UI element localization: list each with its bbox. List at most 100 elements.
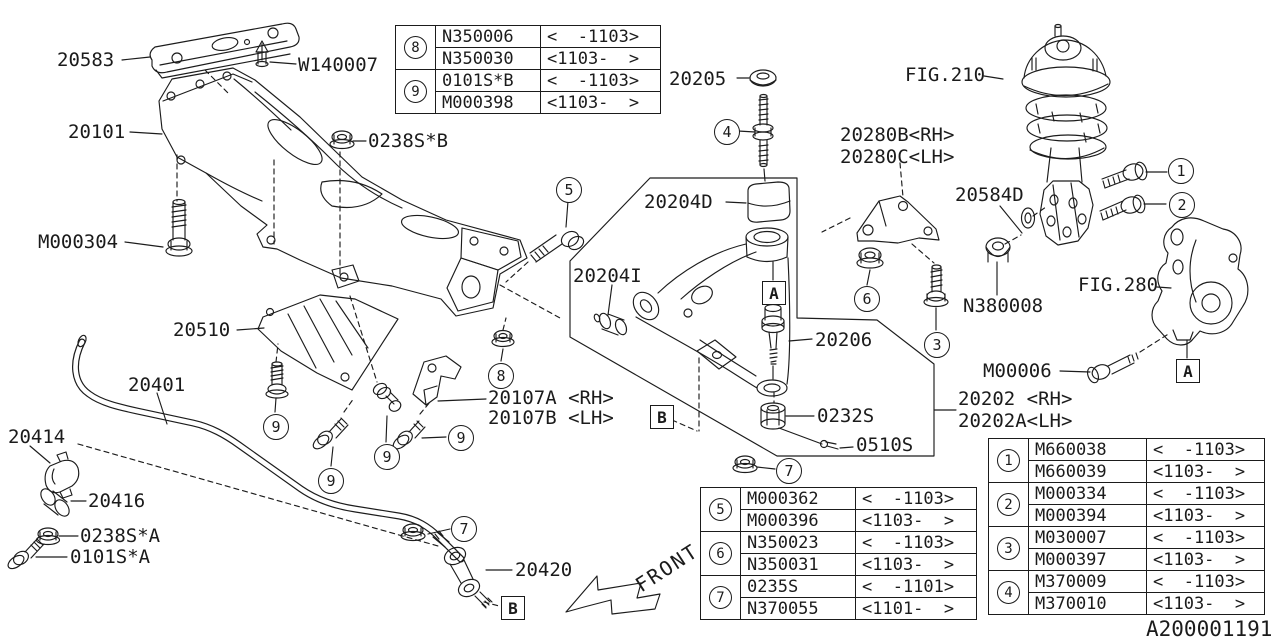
badge-cell: 5	[700, 487, 741, 532]
part-label-20414: 20414	[8, 426, 66, 448]
part-cell: M000334	[1028, 482, 1147, 505]
clamp-20414-drawing	[44, 451, 80, 499]
part-label-20280b: 20280B<RH>	[840, 124, 955, 146]
bracket-20280-drawing	[856, 195, 940, 244]
part-label-20280c: 20280C<LH>	[840, 146, 955, 168]
table-row: 5 M000362 < -1103>	[700, 487, 977, 532]
drawing-number: A200001191	[1146, 617, 1273, 640]
table-row: 3 M030007 < -1103>	[988, 526, 1265, 571]
parts-table-bottom-center: 5 M000362 < -1103> M000396 <1103- > 6 N3…	[700, 487, 977, 620]
callout-4: 4	[714, 119, 740, 145]
transverse-link-20202-drawing	[632, 227, 791, 397]
figure-ref-fig280: FIG.280	[1078, 274, 1159, 296]
part-cell: M000398	[435, 91, 541, 114]
part-cell: M000394	[1028, 504, 1147, 527]
nut-callout8-drawing	[491, 329, 515, 348]
range-cell: <1103- >	[540, 47, 661, 70]
part-label-20204i: 20204I	[573, 265, 642, 287]
callout-5: 5	[556, 177, 582, 203]
bushing-20416-drawing	[40, 488, 70, 517]
badge-cell: 7	[700, 575, 741, 620]
hidden-lines	[77, 69, 1171, 607]
range-cell: < -1103>	[540, 69, 661, 92]
link-20420-drawing	[432, 530, 493, 609]
table-row: N350031 <1103- >	[701, 553, 977, 576]
cotter-pin-0510s-drawing	[819, 439, 839, 450]
part-cell: 0235S	[740, 575, 856, 598]
knuckle-fig280-drawing	[1151, 217, 1249, 346]
parts-table-top: 8 N350006 < -1103> N350030 <1103- > 9 01…	[395, 25, 661, 114]
bolt-m000304-drawing	[165, 198, 193, 257]
badge-cell: 9	[395, 69, 436, 114]
callout-1: 1	[1168, 158, 1194, 184]
nut-callout7-a-drawing	[732, 455, 758, 474]
badge-cell: 3	[988, 526, 1029, 571]
callout-2: 2	[1169, 192, 1195, 218]
bolt-callout9-a-drawing	[265, 361, 289, 399]
part-label-n380008: N380008	[963, 295, 1044, 317]
part-label-20202lh: 20202A<LH>	[958, 410, 1073, 432]
balljoint-20206-drawing	[761, 303, 785, 365]
nut-0232s-drawing	[760, 402, 786, 430]
callout-9-c: 9	[374, 444, 400, 470]
washer-20584d-drawing	[1020, 207, 1036, 229]
bolt-callout2-drawing	[1099, 194, 1146, 221]
range-cell: <1103- >	[855, 509, 977, 532]
screw-callout9-c-drawing	[372, 382, 402, 412]
cover-20510-drawing	[257, 294, 399, 391]
bracket-20107-drawing	[412, 355, 462, 406]
range-cell: < -1101>	[855, 575, 977, 598]
range-cell: < -1103>	[1146, 438, 1265, 461]
leader-lines	[29, 56, 1188, 571]
part-label-20583: 20583	[57, 49, 115, 71]
badge-cell: 6	[700, 531, 741, 576]
bolt-callout5-drawing	[529, 230, 585, 263]
table-row: 8 N350006 < -1103>	[395, 25, 661, 70]
part-label-m000304: M000304	[38, 231, 119, 253]
part-label-20205: 20205	[669, 68, 727, 90]
callout-9-d: 9	[448, 425, 474, 451]
range-cell: <1103- >	[1146, 592, 1265, 615]
range-cell: < -1103>	[540, 25, 661, 48]
bolt-callout3-drawing	[923, 264, 949, 308]
view-box-a-2: A	[1176, 359, 1200, 383]
table-row: 7 0235S < -1101>	[700, 575, 977, 620]
range-cell: < -1103>	[855, 531, 977, 554]
callout-3: 3	[924, 332, 950, 358]
part-label-20107a: 20107A <RH>	[488, 387, 614, 409]
badge-cell: 1	[988, 438, 1029, 483]
range-cell: <1103- >	[855, 553, 977, 576]
strut-fig210-drawing	[1021, 23, 1111, 246]
callout-6: 6	[854, 286, 880, 312]
range-cell: <1103- >	[540, 91, 661, 114]
table-row: 2 M000334 < -1103>	[988, 482, 1265, 527]
table-row: N350030 <1103- >	[396, 47, 661, 70]
range-cell: < -1103>	[1146, 526, 1265, 549]
nut-callout6-drawing	[856, 247, 884, 269]
stabilizer-20401-drawing	[72, 334, 465, 563]
part-label-20202rh: 20202 <RH>	[958, 388, 1073, 410]
range-cell: <1101- >	[855, 597, 977, 620]
part-cell: N350006	[435, 25, 541, 48]
view-box-b-2: B	[501, 596, 525, 620]
part-label-20107b: 20107B <LH>	[488, 407, 614, 429]
range-cell: <1103- >	[1146, 504, 1265, 527]
part-cell: M000397	[1028, 548, 1147, 571]
link-assembly-boundary	[569, 177, 935, 457]
part-label-20401: 20401	[128, 374, 186, 396]
table-row: 4 M370009 < -1103>	[988, 570, 1265, 615]
part-label-m00006: M00006	[983, 360, 1052, 382]
table-row: 6 N350023 < -1103>	[700, 531, 977, 576]
part-cell: M030007	[1028, 526, 1147, 549]
crossmember-20101-drawing	[158, 67, 528, 317]
bolt-callout9-b-drawing	[312, 417, 349, 450]
part-label-0238s-a: 0238S*A	[80, 525, 161, 547]
range-cell: < -1103>	[1146, 570, 1265, 593]
part-label-20510: 20510	[173, 319, 231, 341]
part-cell: N350023	[740, 531, 856, 554]
bushing-20204d-drawing	[747, 181, 791, 223]
part-cell: M000362	[740, 487, 856, 510]
part-label-20206: 20206	[815, 329, 873, 351]
range-cell: < -1103>	[1146, 482, 1265, 505]
